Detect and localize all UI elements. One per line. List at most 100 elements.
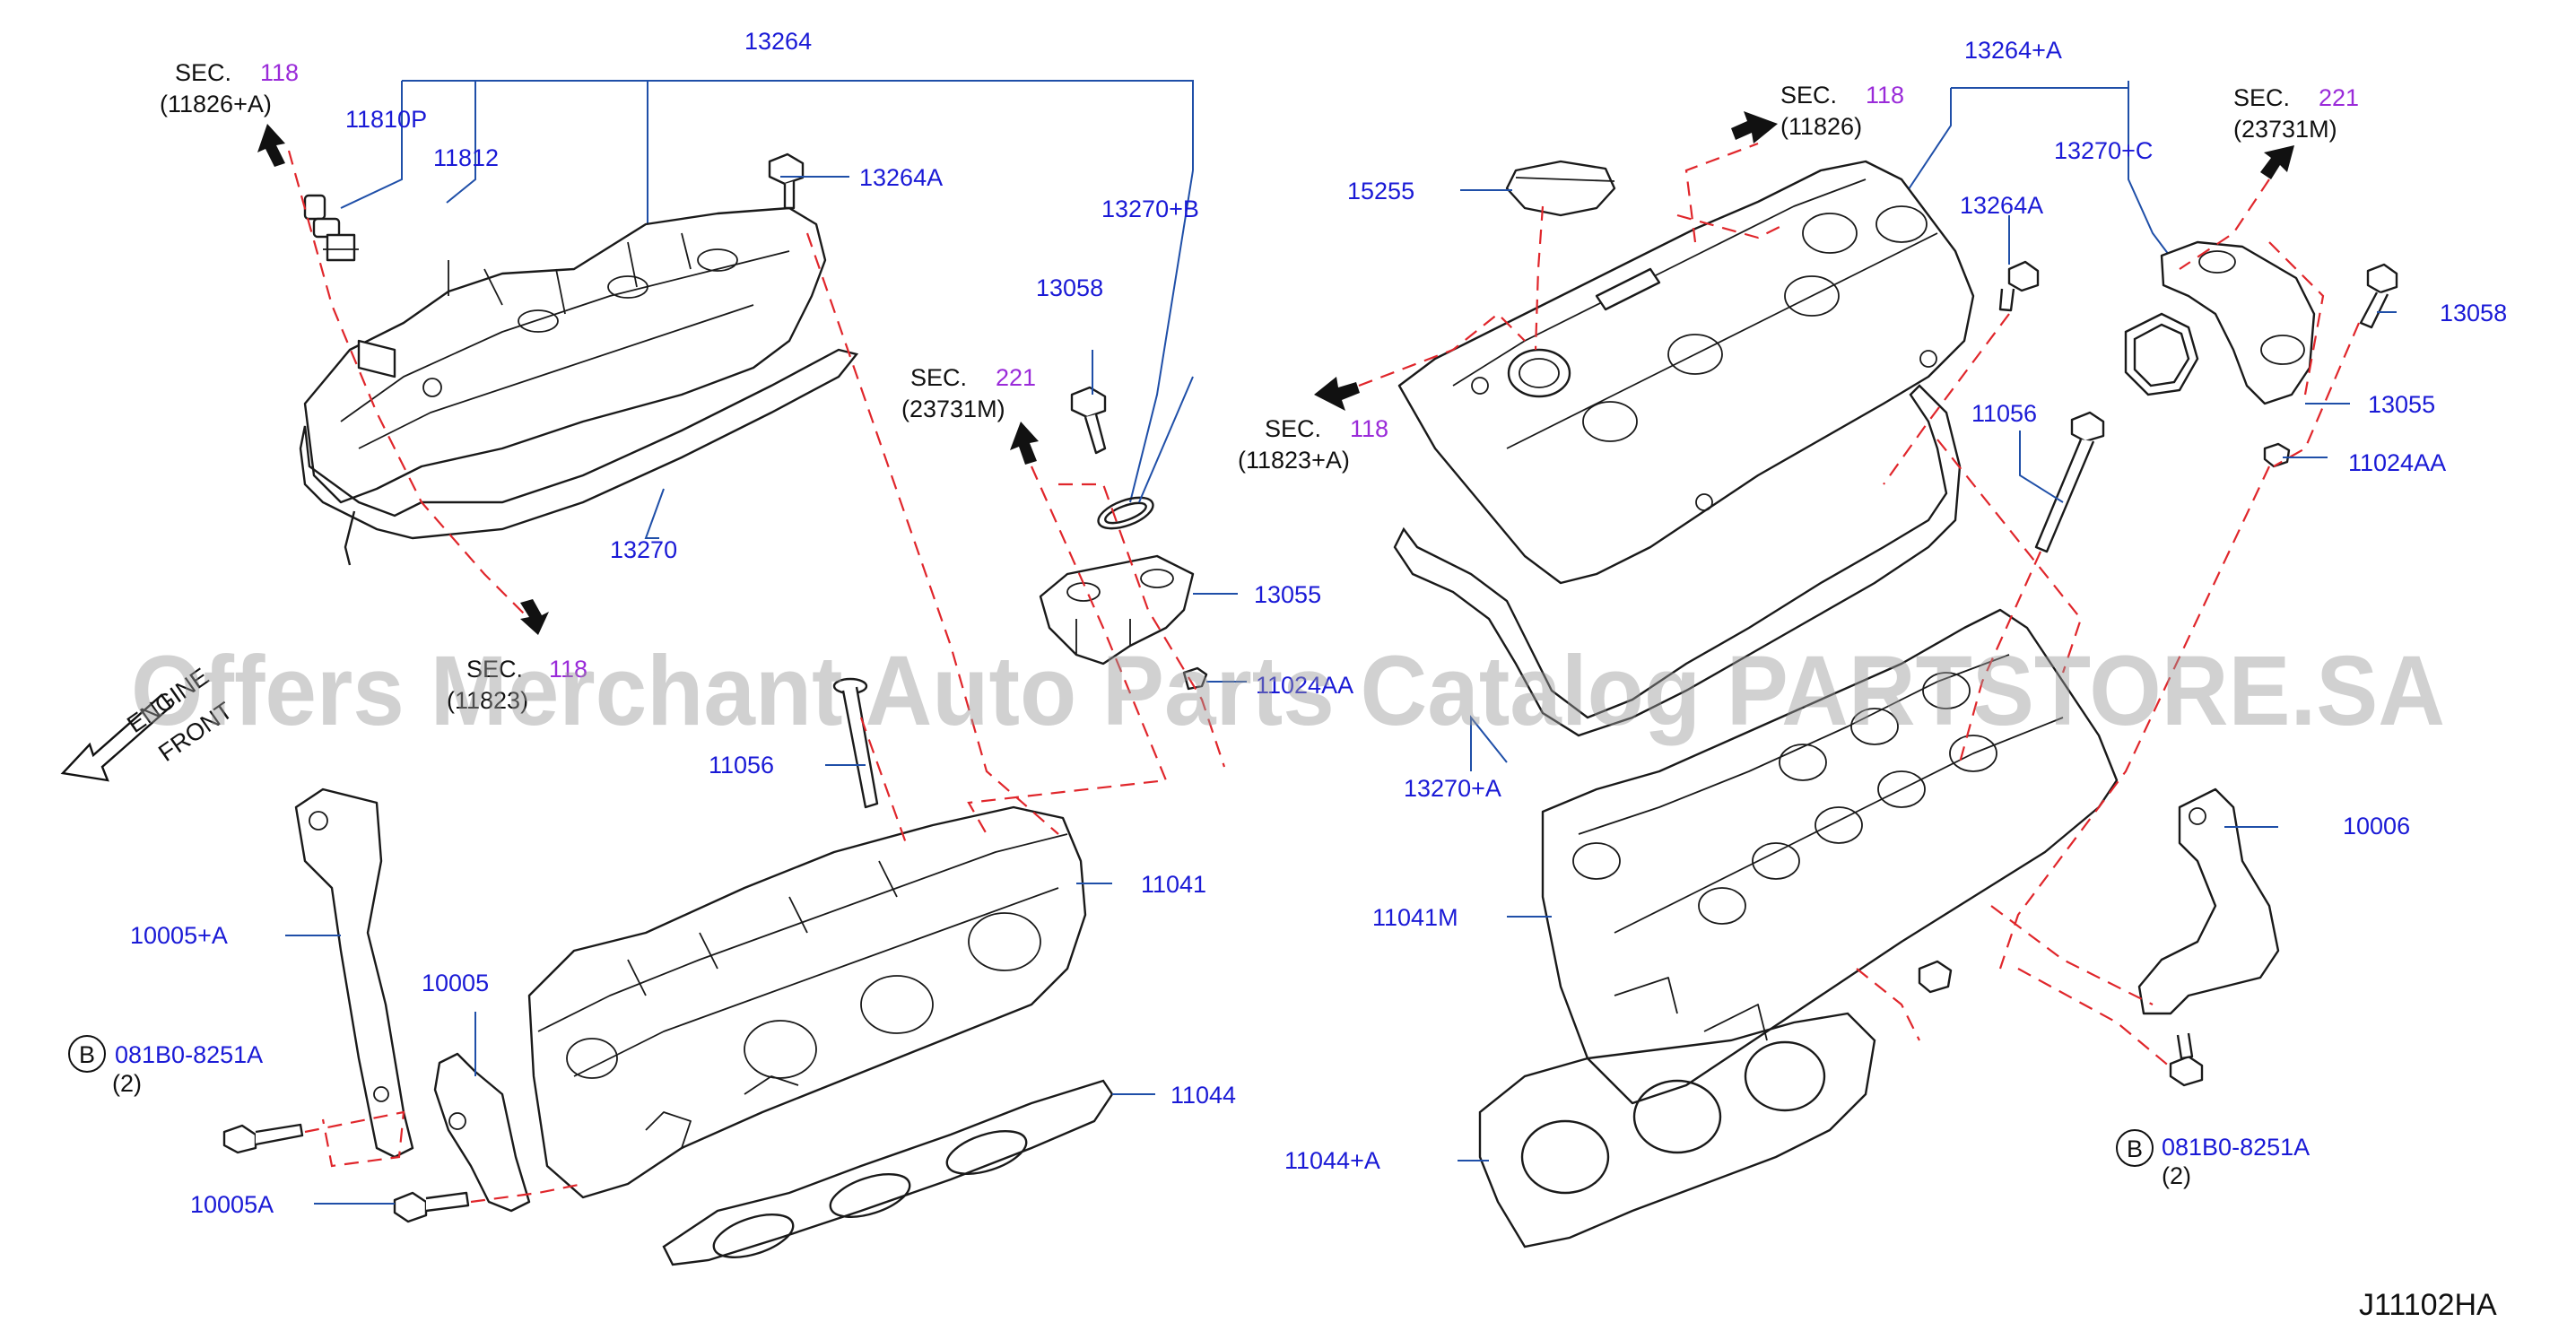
svg-text:118: 118: [1350, 415, 1388, 442]
label-11041m: 11041M: [1372, 904, 1458, 931]
svg-text:B: B: [2127, 1135, 2143, 1162]
sec-ref-118b: SEC. 118 (11823): [447, 656, 587, 714]
bolt-13058-right: [2359, 263, 2398, 329]
label-11056-right: 11056: [1971, 400, 2037, 427]
svg-text:221: 221: [996, 364, 1036, 391]
label-11044: 11044: [1171, 1082, 1236, 1109]
label-11044a: 11044+A: [1284, 1147, 1380, 1174]
dash-lines-right: [1358, 142, 2361, 1068]
label-10005a: 10005A: [190, 1191, 274, 1218]
label-11041: 11041: [1141, 871, 1206, 898]
plug-head-right: [1918, 960, 1953, 994]
sec-ref-118c: SEC. 118 (11826): [1780, 82, 1904, 140]
bracket-10006: [2137, 787, 2280, 1015]
diagram-code: J11102HA: [2359, 1288, 2497, 1322]
svg-text:118: 118: [1866, 82, 1904, 109]
cover-13055-right: [2160, 240, 2316, 405]
svg-text:(11826): (11826): [1780, 113, 1862, 140]
svg-text:SEC.: SEC.: [1780, 82, 1837, 109]
bolt-11056-left: [832, 677, 879, 809]
bolt-081b0-left: [222, 1123, 304, 1154]
b-symbol-right: B: [2116, 1129, 2154, 1167]
svg-text:SEC.: SEC.: [466, 656, 523, 683]
b-symbol-left: B: [68, 1035, 106, 1073]
label-13270: 13270: [610, 536, 677, 563]
bolt-10005a: [393, 1191, 470, 1223]
watermark-text: Offers Merchant Auto Parts Catalog PARTS…: [131, 636, 2445, 746]
label-11812: 11812: [433, 144, 499, 171]
label-15255: 15255: [1347, 178, 1414, 204]
label-11056-left: 11056: [709, 752, 774, 779]
leader-lines: [285, 176, 2397, 1205]
label-13264-plusa: 13264+A: [1964, 37, 2062, 64]
label-13270c: 13270+C: [2054, 137, 2153, 164]
oil-filler-cap: [1505, 160, 1616, 217]
label-11810p: 11810P: [345, 106, 427, 133]
svg-text:221: 221: [2319, 84, 2359, 111]
rocker-gasket-right: [1393, 384, 1962, 737]
label-13055-right: 13055: [2368, 391, 2435, 418]
cylinder-head-left: [527, 805, 1087, 1199]
cylinder-head-right: [1541, 608, 2119, 1105]
svg-text:SEC.: SEC.: [2233, 84, 2290, 111]
engine-front-arrow: [60, 693, 172, 782]
plug-11024aa-left: [1182, 666, 1208, 691]
label-081b0-left-qty: (2): [112, 1070, 142, 1097]
bolt-11056-right: [2034, 411, 2105, 553]
label-081b0-right-qty: (2): [2162, 1162, 2191, 1189]
sec-arrow-118d: [1314, 377, 1360, 411]
bracket-10005a-plus: [294, 787, 414, 1159]
dash-lines-left: [287, 150, 1226, 1204]
label-10005: 10005: [422, 970, 489, 996]
label-13055-left: 13055: [1254, 581, 1321, 608]
label-13264a-right: 13264A: [1960, 192, 2043, 219]
label-10006: 10006: [2343, 813, 2410, 839]
sec-ref-221a: SEC. 221 (23731M): [901, 364, 1036, 422]
sec-arrow-118b: [520, 599, 549, 635]
svg-text:(11823): (11823): [447, 687, 528, 714]
label-13264: 13264: [744, 28, 812, 55]
sec-ref-118a: SEC. 118 (11826+A): [160, 59, 299, 117]
bolt-13264a-left: [768, 152, 805, 210]
rocker-cover-left: [303, 206, 827, 504]
label-10005a-plus: 10005+A: [130, 922, 228, 949]
svg-text:(23731M): (23731M): [2233, 116, 2337, 143]
svg-text:SEC.: SEC.: [175, 59, 231, 86]
label-13058-right: 13058: [2440, 300, 2507, 326]
plug-11024aa-right: [2263, 442, 2291, 468]
label-13058-left: 13058: [1036, 274, 1103, 301]
label-081b0-right: 081B0-8251A: [2162, 1134, 2310, 1161]
bolt-13264a-right: [1998, 260, 2040, 312]
cover-13055-left: [1039, 554, 1195, 666]
oring-13270c: [2124, 312, 2199, 396]
label-13270a: 13270+A: [1404, 775, 1501, 802]
svg-text:SEC.: SEC.: [910, 364, 967, 391]
svg-text:(11823+A): (11823+A): [1238, 447, 1350, 474]
svg-text:118: 118: [260, 59, 299, 86]
sec-arrow-221b: [2260, 145, 2294, 179]
svg-text:(23731M): (23731M): [901, 396, 1005, 422]
svg-text:118: 118: [549, 656, 587, 683]
svg-text:SEC.: SEC.: [1265, 415, 1321, 442]
oring-13270b: [1097, 496, 1154, 530]
label-13264a-left: 13264A: [859, 164, 943, 191]
head-gasket-left: [662, 1079, 1114, 1266]
label-11024aa-left: 11024AA: [1256, 672, 1353, 699]
label-11024aa-right: 11024AA: [2348, 449, 2446, 476]
svg-text:B: B: [79, 1041, 95, 1068]
sec-arrow-221a: [1010, 422, 1039, 465]
rocker-gasket-left: [299, 348, 859, 566]
sec-arrow-118c: [1731, 111, 1778, 144]
sec-ref-221b: SEC. 221 (23731M): [2233, 84, 2359, 143]
pcv-valve-parts: [303, 194, 359, 262]
svg-text:(11826+A): (11826+A): [160, 91, 272, 117]
bolt-081b0-right: [2169, 1032, 2204, 1087]
sec-ref-118d: SEC. 118 (11823+A): [1238, 415, 1388, 474]
sec-arrow-118a: [257, 124, 285, 167]
label-081b0-left: 081B0-8251A: [115, 1041, 263, 1068]
bracket-10005: [433, 1052, 531, 1213]
bolt-13058-left: [1070, 386, 1107, 455]
label-13270b: 13270+B: [1101, 196, 1199, 222]
rocker-cover-right: [1397, 160, 1975, 585]
